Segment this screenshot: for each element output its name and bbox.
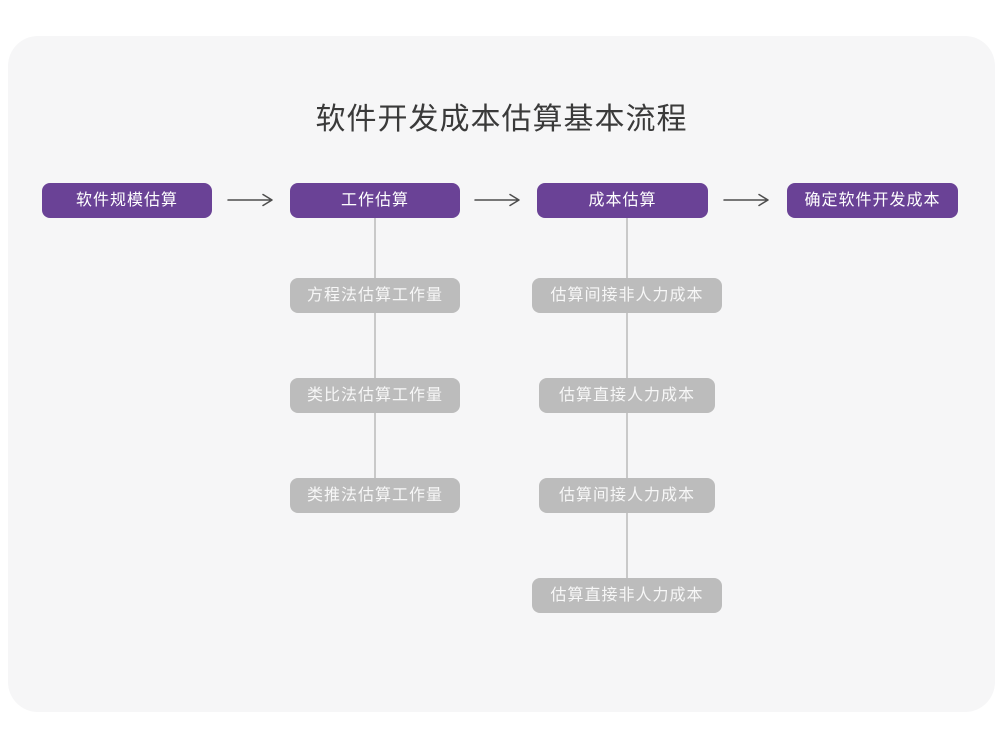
substep-box-analogy-method: 类比法估算工作量 <box>290 378 460 413</box>
stage-box-cost-estimation: 成本估算 <box>537 183 708 218</box>
connector-line-work-estimation <box>374 218 376 480</box>
arrow-right-icon <box>227 193 273 207</box>
substep-box-extrapolation-method: 类推法估算工作量 <box>290 478 460 513</box>
substep-box-equation-method: 方程法估算工作量 <box>290 278 460 313</box>
arrow-right-icon <box>474 193 520 207</box>
diagram-card: 软件开发成本估算基本流程 软件规模估算 工作估算 成本估算 确定软件开发成本 方… <box>8 36 995 712</box>
stage-box-work-estimation: 工作估算 <box>290 183 460 218</box>
arrow-right-icon <box>723 193 769 207</box>
substep-box-indirect-nonlabor-cost: 估算间接非人力成本 <box>532 278 722 313</box>
substep-box-indirect-labor-cost: 估算间接人力成本 <box>539 478 715 513</box>
substep-box-direct-nonlabor-cost: 估算直接非人力成本 <box>532 578 722 613</box>
diagram-title: 软件开发成本估算基本流程 <box>315 103 688 136</box>
stage-box-determine-dev-cost: 确定软件开发成本 <box>787 183 958 218</box>
substep-box-direct-labor-cost: 估算直接人力成本 <box>539 378 715 413</box>
stage-box-software-scale-estimation: 软件规模估算 <box>42 183 212 218</box>
